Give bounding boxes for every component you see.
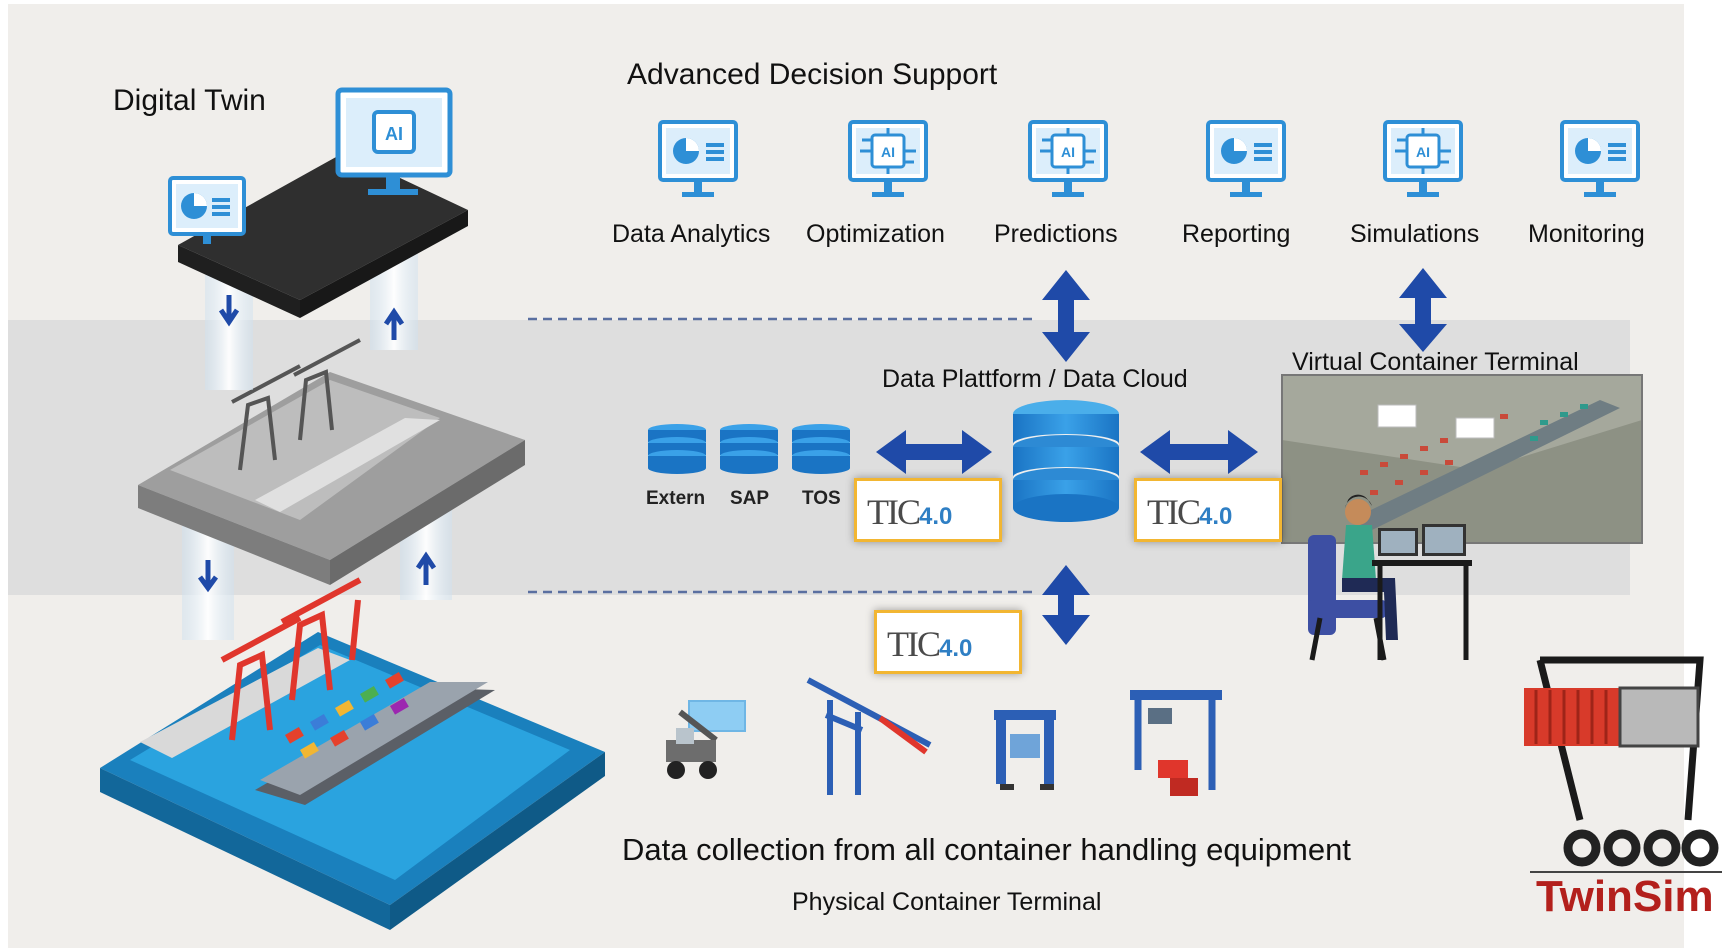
svg-text:AI: AI [1416, 144, 1430, 160]
straddle-carrier-icon [994, 710, 1056, 790]
data-cloud-database-icon [1013, 400, 1119, 522]
decision-item-label-predictions: Predictions [994, 220, 1118, 248]
digital-twin-stack-illustration: AI [100, 87, 605, 930]
simulations-virtual-terminal-arrow [1399, 268, 1447, 352]
decision-support-icon-row: AI AI AI [658, 120, 1640, 199]
virtual-terminal-label: Virtual Container Terminal [1292, 348, 1579, 376]
decision-item-label-optimization: Optimization [806, 220, 945, 248]
source-label-sap: SAP [730, 488, 770, 509]
decision-item-label-data-analytics: Data Analytics [612, 220, 771, 248]
cloud-virtual-terminal-arrow [1140, 430, 1258, 474]
source-label-tos: TOS [802, 488, 841, 509]
tic-logo-bottom: TIC 4.0 [874, 610, 1022, 674]
data-collection-title: Data collection from all container handl… [622, 832, 1351, 867]
tic-logo-text: TIC [867, 492, 921, 532]
extern-database-icon [648, 424, 706, 474]
tos-database-icon [792, 424, 850, 474]
tic-logo-text: TIC [887, 624, 941, 664]
decision-item-label-monitoring: Monitoring [1528, 220, 1645, 248]
ai-chip-monitor-icon: AI [848, 120, 928, 199]
tic-logo-version: 4.0 [919, 503, 953, 530]
virtual-terminal-screen [1281, 374, 1643, 544]
rubber-tyred-gantry-icon [1130, 690, 1222, 796]
reach-stacker-icon [666, 700, 746, 779]
twinsim-logo-graphic [1524, 656, 1722, 873]
source-label-extern: Extern [646, 488, 706, 509]
pie-chart-monitor-icon [658, 120, 738, 199]
svg-text:AI: AI [881, 144, 895, 160]
tic-logo-version: 4.0 [1199, 503, 1233, 530]
sources-cloud-arrow [876, 430, 992, 474]
physical-terminal-label: Physical Container Terminal [792, 888, 1102, 916]
ai-chip-monitor-icon: AI [1383, 120, 1463, 199]
twinsim-brand-name: TwinSim [1536, 872, 1714, 921]
pie-chart-monitor-icon [1560, 120, 1640, 199]
tic-logo-right: TIC 4.0 [1134, 478, 1282, 542]
pie-chart-monitor-icon [1206, 120, 1286, 199]
ship-to-shore-crane-icon [806, 677, 932, 795]
data-platform-label: Data Plattform / Data Cloud [882, 365, 1188, 393]
container-handling-equipment [666, 677, 1222, 796]
decision-item-label-reporting: Reporting [1182, 220, 1291, 248]
svg-text:AI: AI [385, 124, 403, 144]
predictions-platform-arrow [1042, 270, 1090, 362]
operator-at-desk-illustration [1308, 494, 1472, 661]
sap-database-icon [720, 424, 778, 474]
tic-logo-version: 4.0 [939, 635, 973, 662]
advanced-decision-support-title: Advanced Decision Support [627, 58, 998, 91]
decision-item-label-simulations: Simulations [1350, 220, 1480, 248]
ai-chip-monitor-icon: AI [1028, 120, 1108, 199]
connection-arrows [876, 268, 1447, 645]
tic-logo-text: TIC [1147, 492, 1201, 532]
data-source-databases [648, 424, 850, 474]
digital-twin-title: Digital Twin [113, 84, 266, 117]
svg-text:AI: AI [1061, 144, 1075, 160]
cloud-equipment-arrow [1042, 565, 1090, 645]
tic-logo-left: TIC 4.0 [854, 478, 1002, 542]
